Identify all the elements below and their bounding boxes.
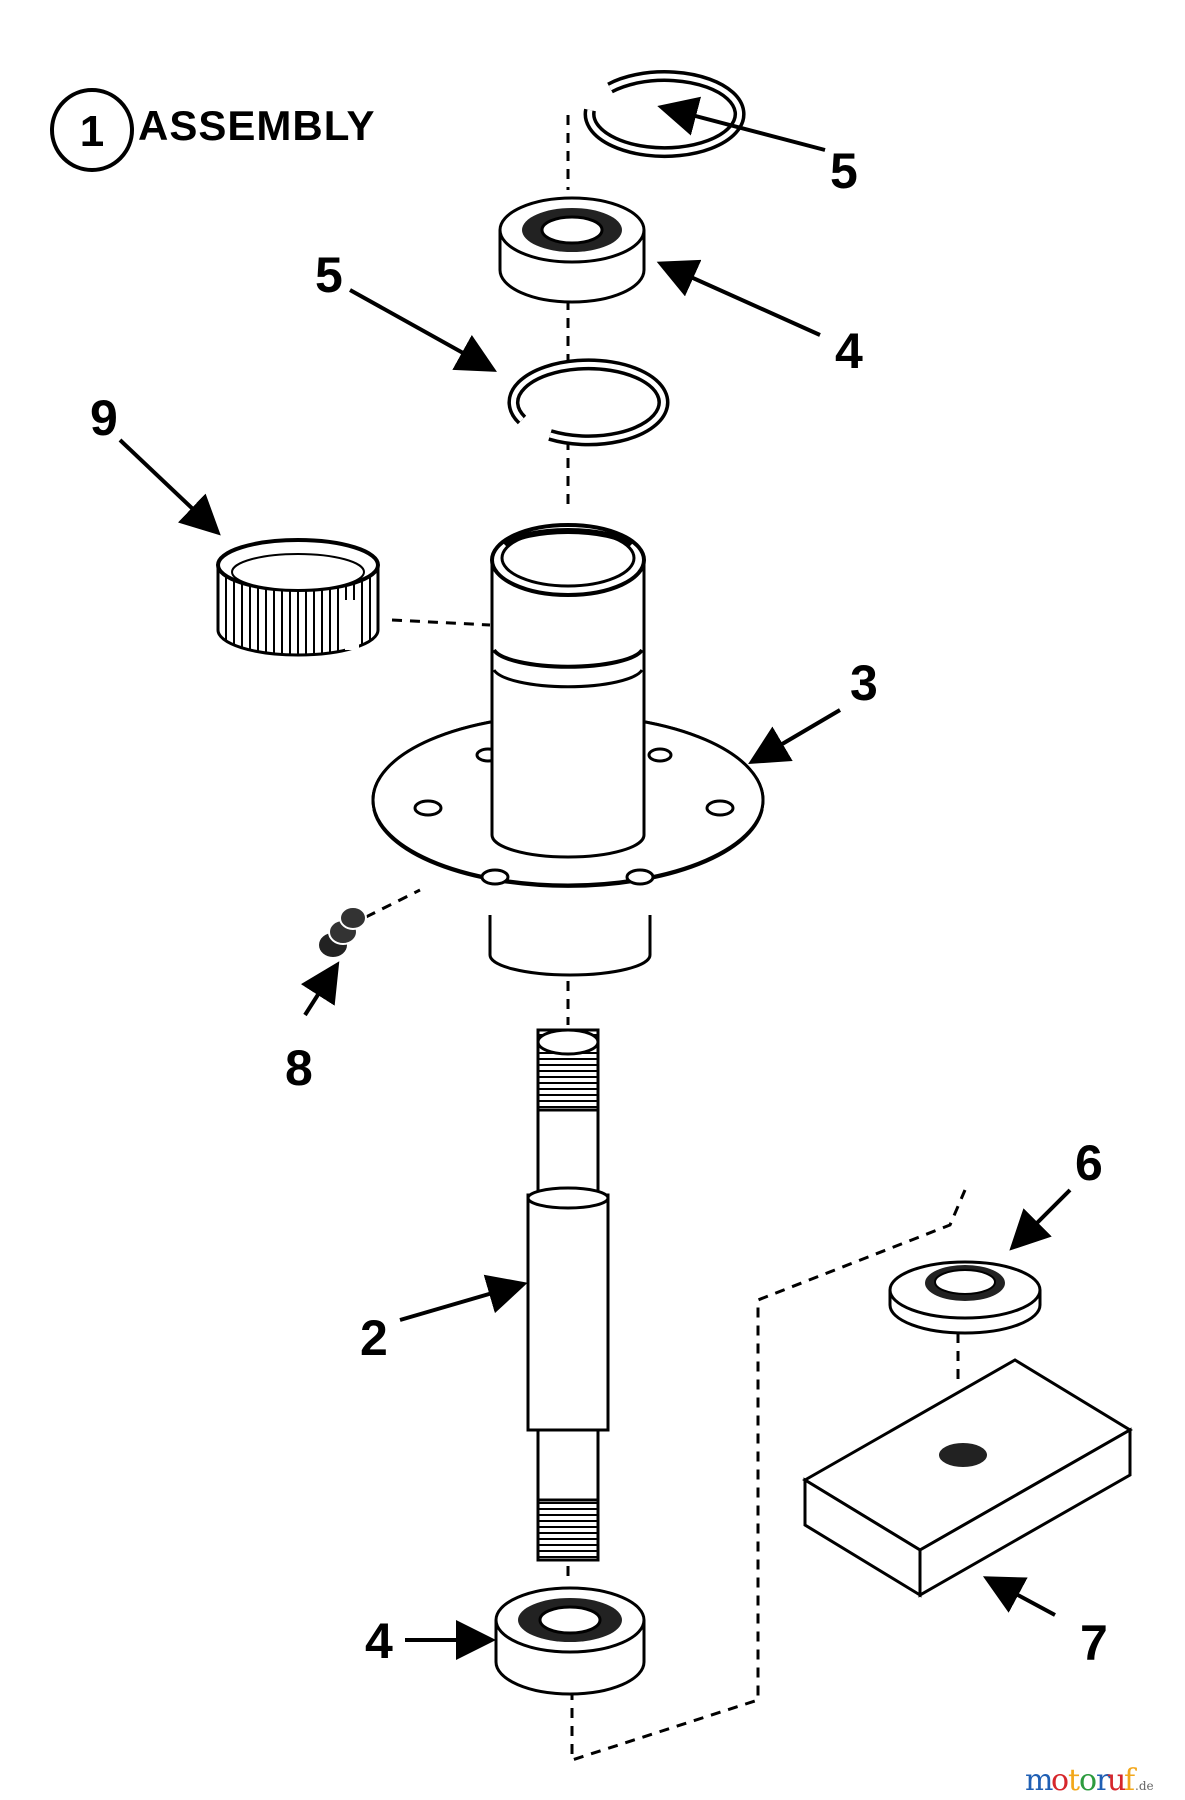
callout-2: 2	[360, 1310, 388, 1366]
callout-9: 9	[90, 390, 118, 446]
callout-4-bottom: 4	[365, 1613, 393, 1669]
bearing-bottom	[494, 1586, 646, 1696]
callout-5-top: 5	[830, 143, 858, 199]
callout-6: 6	[1075, 1135, 1103, 1191]
watermark-letter: t	[1068, 1763, 1080, 1798]
assembly-number-circle	[50, 88, 134, 172]
assembly-number: 1	[80, 107, 104, 156]
watermark-letter: o	[1051, 1763, 1069, 1798]
spacer-block	[802, 1358, 1133, 1598]
watermark-letter: u	[1107, 1763, 1126, 1798]
washer	[888, 1260, 1042, 1335]
spindle-housing	[371, 523, 765, 977]
watermark-letter: r	[1096, 1763, 1111, 1798]
watermark-letter: o	[1079, 1763, 1097, 1798]
assembly-title: 1 ASSEMBLY	[50, 88, 376, 172]
grease-fitting	[319, 906, 367, 957]
spindle-shaft	[526, 1028, 610, 1562]
callout-8: 8	[285, 1040, 313, 1096]
bearing-top	[498, 196, 646, 304]
callout-4-top: 4	[835, 323, 863, 379]
leader-lines	[118, 96, 1072, 1660]
retaining-ring-top	[583, 70, 746, 159]
watermark-letter: m	[1025, 1763, 1053, 1798]
needle-bearing	[216, 538, 380, 657]
retaining-ring-middle	[507, 358, 670, 447]
callout-5-middle: 5	[315, 247, 343, 303]
callout-7: 7	[1080, 1615, 1108, 1671]
callout-3: 3	[850, 655, 878, 711]
assembly-label: ASSEMBLY	[138, 102, 376, 149]
watermark-suffix: .de	[1135, 1779, 1154, 1793]
watermark-letter: f	[1124, 1763, 1137, 1798]
callout-numbers: 5 4 5 9 3 8 6 2 4 7	[90, 143, 1108, 1671]
